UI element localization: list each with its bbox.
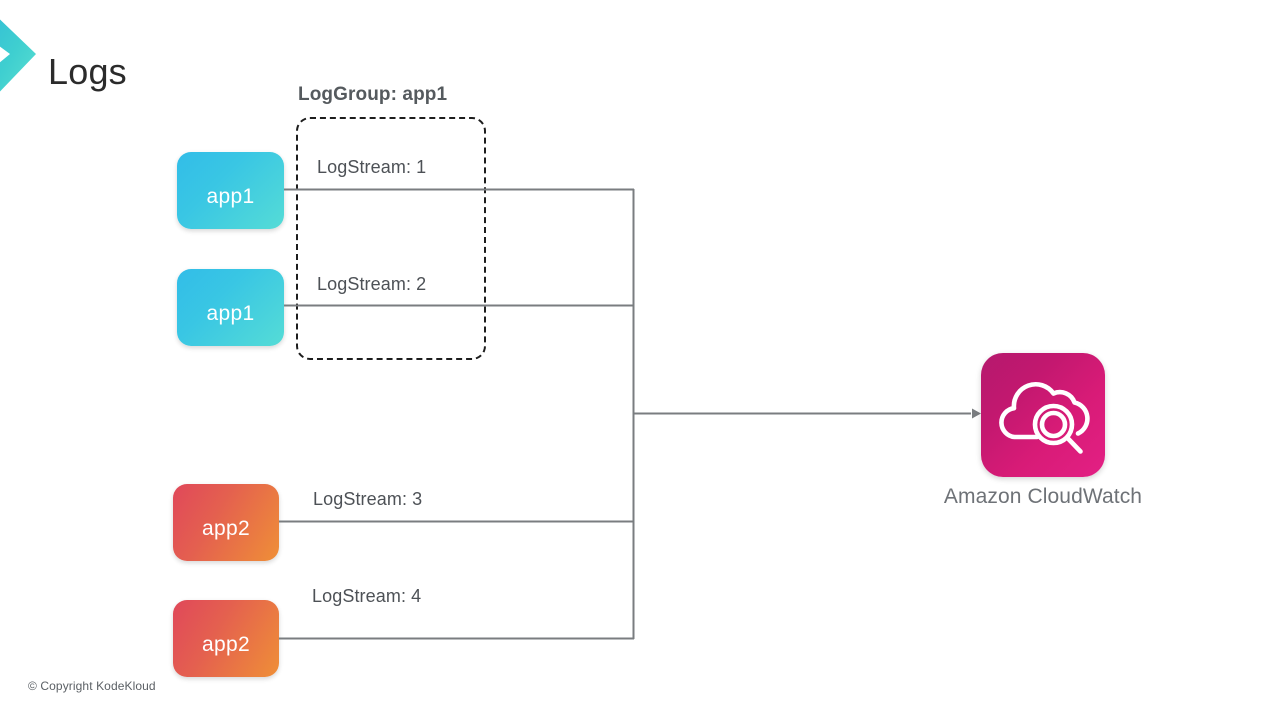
app-node-app2-instance-2[interactable]: app2 [173, 600, 279, 677]
loggroup-title: LogGroup: app1 [298, 84, 448, 105]
app-node-app1-instance-1[interactable]: app1 [177, 152, 284, 229]
logstream-label-3: LogStream: 3 [313, 489, 423, 509]
app-node-label: app1 [206, 301, 255, 325]
page-title: Logs [48, 51, 127, 92]
logstream-label-2: LogStream: 2 [317, 274, 427, 294]
app-node-label: app2 [202, 632, 250, 656]
app-node-label: app2 [202, 516, 250, 540]
loggroup-boundary [296, 117, 486, 360]
app-node-app1-instance-2[interactable]: app1 [177, 269, 284, 346]
app-node-label: app1 [206, 184, 255, 208]
app-node-app2-instance-1[interactable]: app2 [173, 484, 279, 561]
logstream-label-4: LogStream: 4 [312, 586, 422, 606]
logstream-label-1: LogStream: 1 [317, 157, 427, 177]
cloudwatch-caption: Amazon CloudWatch [943, 485, 1143, 508]
arrow-right-icon [972, 408, 981, 419]
copyright-notice: © Copyright KodeKloud [28, 679, 156, 693]
chevron-right-logo-icon [0, 4, 38, 108]
cloudwatch-cloud-magnifier-icon[interactable] [981, 353, 1105, 477]
